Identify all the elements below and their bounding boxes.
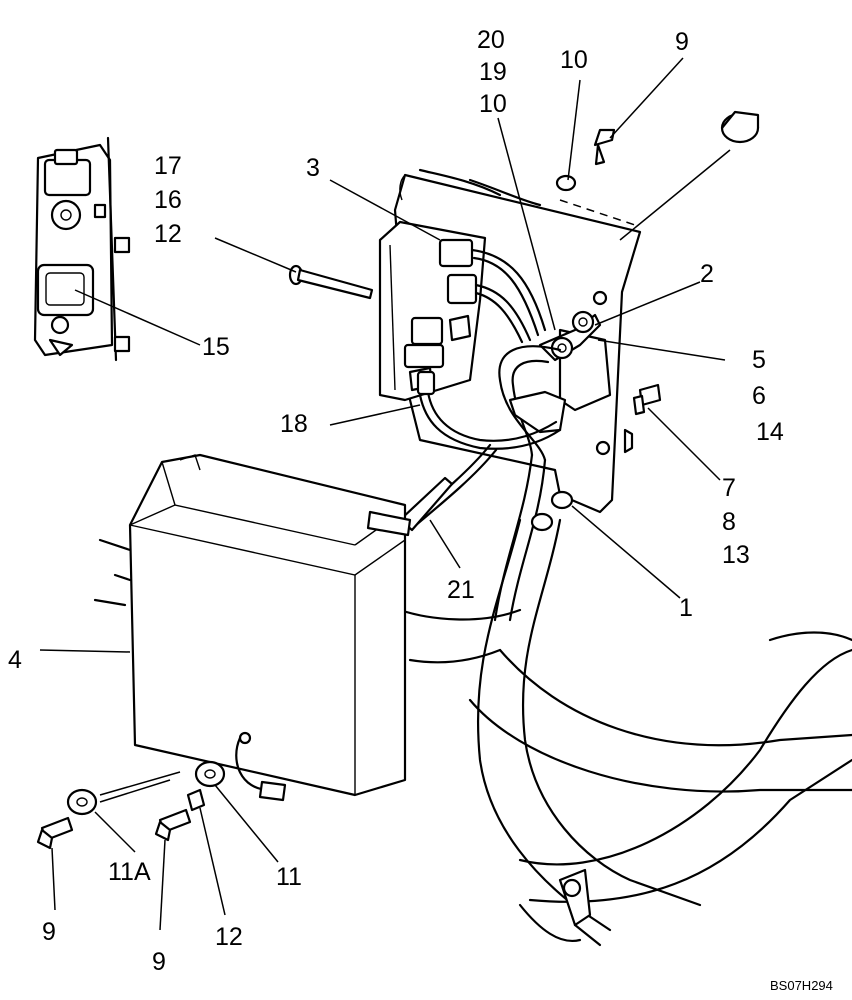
callout-17: 17 (154, 152, 182, 180)
callout-10-washer: 10 (560, 46, 588, 74)
callout-5: 5 (752, 346, 766, 374)
callout-19: 19 (479, 58, 507, 86)
callout-3: 3 (306, 154, 320, 182)
callout-10-upper: 10 (479, 90, 507, 118)
frame-tubes (93, 168, 852, 947)
callout-15: 15 (202, 333, 230, 361)
callout-18: 18 (280, 410, 308, 438)
plate-fasteners (530, 110, 760, 532)
callout-8: 8 (722, 508, 736, 536)
callout-11A: 11A (108, 858, 151, 886)
callout-13: 13 (722, 541, 750, 569)
callout-11: 11 (276, 863, 302, 891)
callout-1: 1 (679, 594, 693, 622)
callout-6: 6 (752, 382, 766, 410)
leader-lines (39, 57, 726, 931)
callout-14: 14 (756, 418, 784, 446)
callout-9-bolt: 9 (675, 28, 689, 56)
callout-12-lower: 12 (215, 923, 243, 951)
inset-detail (33, 136, 131, 362)
callout-4: 4 (8, 646, 22, 674)
controller-module (378, 220, 547, 402)
relay-assembly (493, 310, 612, 622)
callout-21: 21 (447, 576, 475, 604)
box-cover (128, 453, 412, 802)
callout-20: 20 (477, 26, 505, 54)
reference-code: BS07H294 (770, 978, 833, 993)
callout-9-lower: 9 (152, 948, 166, 976)
pin (288, 264, 374, 300)
callout-2: 2 (700, 260, 714, 288)
callout-9-left: 9 (42, 918, 56, 946)
lower-fasteners (36, 760, 226, 850)
callout-16: 16 (154, 186, 182, 214)
callout-12-pin: 12 (154, 220, 182, 248)
callout-7: 7 (722, 474, 736, 502)
